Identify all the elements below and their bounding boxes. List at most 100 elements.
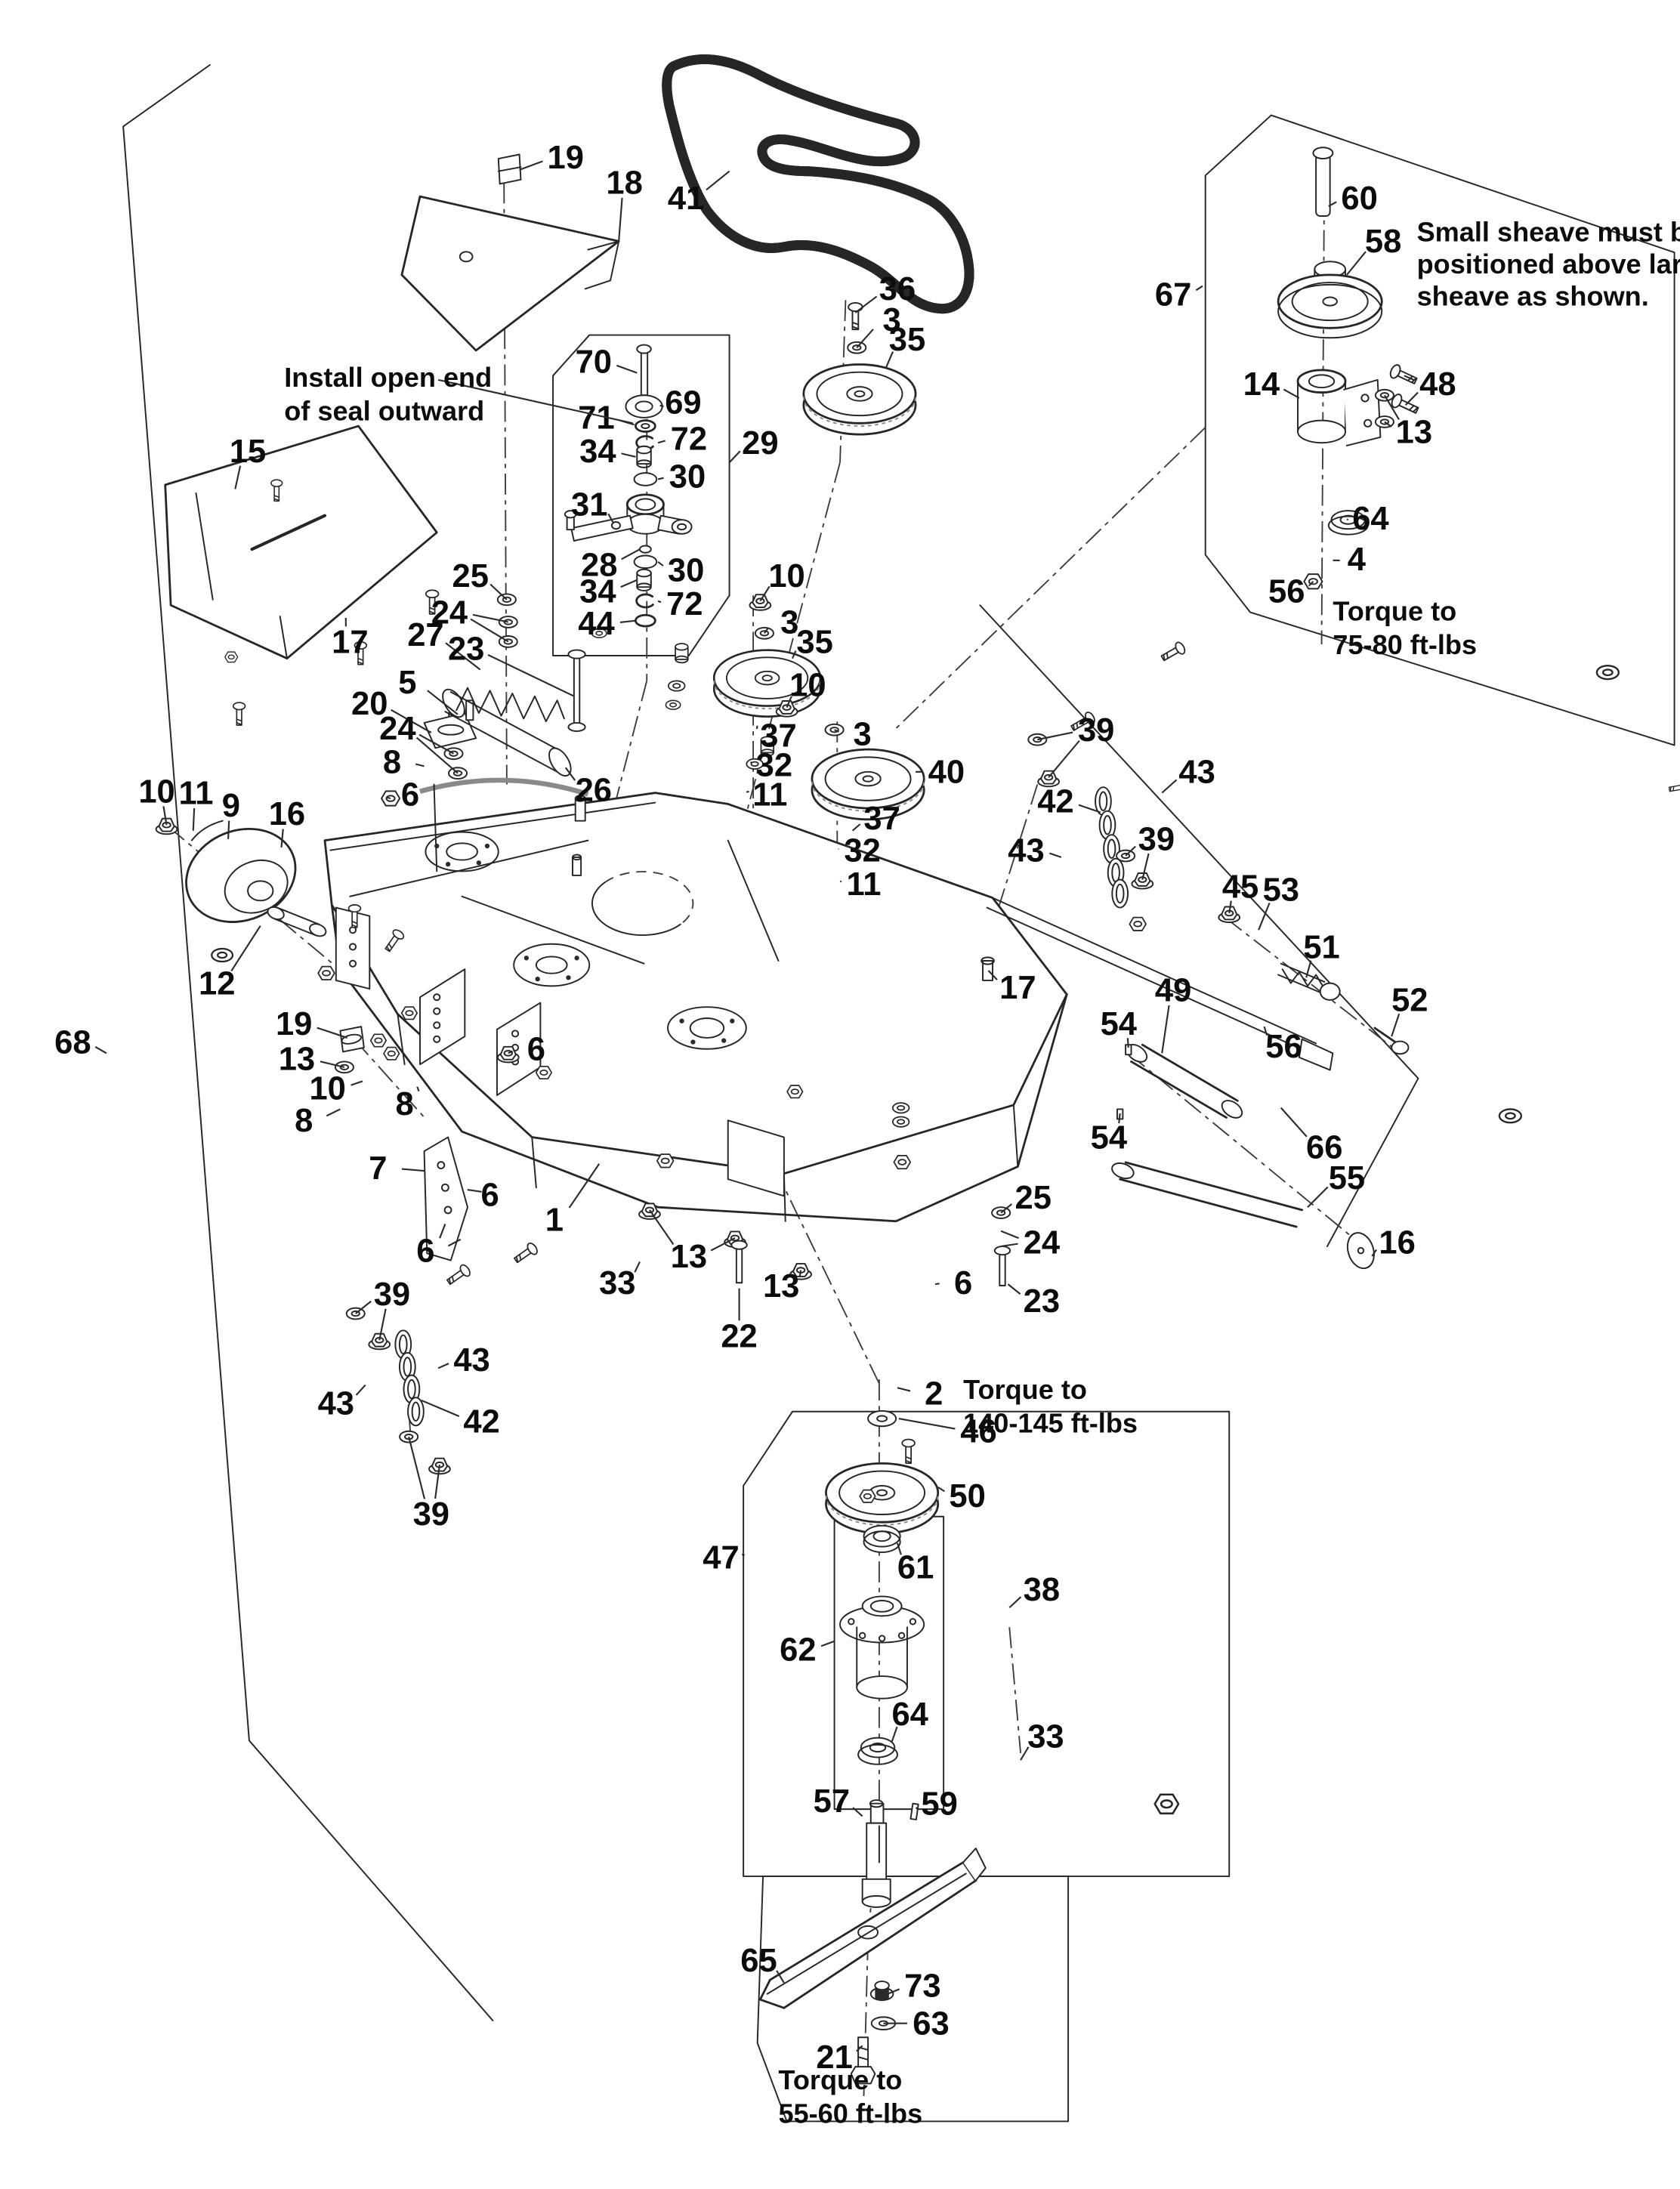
- leader-line: [1228, 900, 1232, 914]
- callout-30: 30: [669, 459, 706, 496]
- callout-50: 50: [949, 1478, 985, 1514]
- leader-line: [1126, 1038, 1129, 1048]
- leader-line: [1391, 1013, 1401, 1037]
- callout-47: 47: [703, 1539, 739, 1576]
- callout-12: 12: [199, 965, 235, 1002]
- leader-line: [887, 1988, 900, 1995]
- callout-27: 27: [407, 617, 443, 653]
- callout-43: 43: [453, 1342, 489, 1379]
- leader-line: [764, 628, 769, 634]
- leader-line: [934, 1283, 940, 1286]
- callout-60: 60: [1341, 181, 1377, 217]
- leader-line: [759, 585, 771, 602]
- leader-line: [401, 1168, 425, 1172]
- leader-line: [568, 1163, 601, 1209]
- callout-25: 25: [1015, 1180, 1052, 1216]
- callout-56: 56: [1268, 574, 1305, 610]
- leader-line: [896, 1542, 902, 1555]
- leader-line: [706, 170, 730, 191]
- section-boundary-lines: [122, 63, 1419, 2021]
- callout-10: 10: [789, 668, 826, 704]
- leader-line: [192, 807, 196, 831]
- leader-line: [1078, 804, 1101, 814]
- leader-line: [710, 1237, 736, 1252]
- callout-72: 72: [671, 421, 707, 458]
- callout-17: 17: [999, 970, 1036, 1006]
- callout-73: 73: [904, 1968, 940, 2004]
- leader-line: [776, 1970, 785, 1984]
- callout-52: 52: [1391, 983, 1428, 1019]
- callout-21: 21: [816, 2039, 852, 2076]
- leader-line: [467, 1189, 482, 1193]
- leader-line: [620, 579, 638, 588]
- callout-25: 25: [452, 558, 489, 594]
- callout-35: 35: [796, 624, 832, 660]
- callout-22: 22: [721, 1319, 757, 1355]
- callout-55: 55: [1329, 1160, 1365, 1196]
- leader-line: [230, 925, 261, 971]
- callout-11: 11: [752, 776, 787, 813]
- callout-24: 24: [431, 594, 468, 631]
- box-65: [756, 1876, 1070, 2123]
- callout-28: 28: [581, 547, 617, 583]
- leader-line: [1161, 779, 1178, 794]
- leader-line: [885, 351, 894, 368]
- callout-11: 11: [178, 775, 213, 811]
- leader-line: [439, 1224, 446, 1239]
- callout-4: 4: [1348, 542, 1366, 578]
- callout-64: 64: [1352, 501, 1388, 537]
- leader-line: [472, 613, 508, 623]
- wing-fastener-19: [497, 153, 522, 185]
- leader-line: [1000, 1203, 1013, 1214]
- leader-line: [1263, 1026, 1268, 1036]
- leader-line: [1000, 1230, 1019, 1240]
- leader-line: [1195, 285, 1203, 292]
- callout-45: 45: [1222, 869, 1258, 906]
- callout-6: 6: [954, 1265, 972, 1301]
- callout-43: 43: [1008, 832, 1044, 869]
- leader-line: [1008, 1596, 1022, 1609]
- leader-line: [792, 650, 797, 659]
- support-rod-assembly: [1111, 780, 1680, 1270]
- leader-line: [728, 450, 741, 463]
- callout-6: 6: [527, 1032, 545, 1068]
- callout-48: 48: [1419, 366, 1456, 403]
- deck-mount-hardware: [535, 1065, 1011, 1286]
- leader-line: [1404, 391, 1419, 406]
- callout-66: 66: [1306, 1129, 1342, 1166]
- mower-deck: [323, 777, 1334, 1223]
- leader-line: [1307, 1186, 1329, 1208]
- callout-34: 34: [579, 434, 616, 470]
- callout-57: 57: [814, 1783, 850, 1820]
- leader-line: [786, 696, 792, 708]
- drive-belt: [667, 59, 969, 308]
- callout-1: 1: [545, 1203, 564, 1239]
- leader-line: [421, 1399, 460, 1418]
- hanger-bracket-left: [317, 904, 520, 1261]
- callout-39: 39: [1138, 822, 1175, 858]
- leader-line: [898, 1417, 956, 1430]
- callout-38: 38: [1024, 1572, 1060, 1608]
- leader-line: [408, 1436, 426, 1499]
- callout-67: 67: [1155, 277, 1191, 313]
- callout-9: 9: [222, 788, 240, 824]
- callout-8: 8: [396, 1086, 414, 1122]
- leader-line: [1020, 1746, 1030, 1761]
- leader-line: [162, 806, 168, 826]
- leader-line: [607, 513, 614, 523]
- leader-line: [657, 477, 664, 480]
- callout-31: 31: [571, 487, 607, 523]
- leader-line: [1141, 853, 1150, 880]
- belt-cover-15: [164, 425, 438, 660]
- leader-line: [1258, 902, 1271, 931]
- leader-line: [1404, 375, 1416, 381]
- leader-line: [851, 823, 861, 832]
- leader-line: [355, 1384, 366, 1396]
- leader-line: [834, 729, 839, 733]
- callout-19: 19: [548, 140, 584, 176]
- callout-36: 36: [879, 271, 916, 307]
